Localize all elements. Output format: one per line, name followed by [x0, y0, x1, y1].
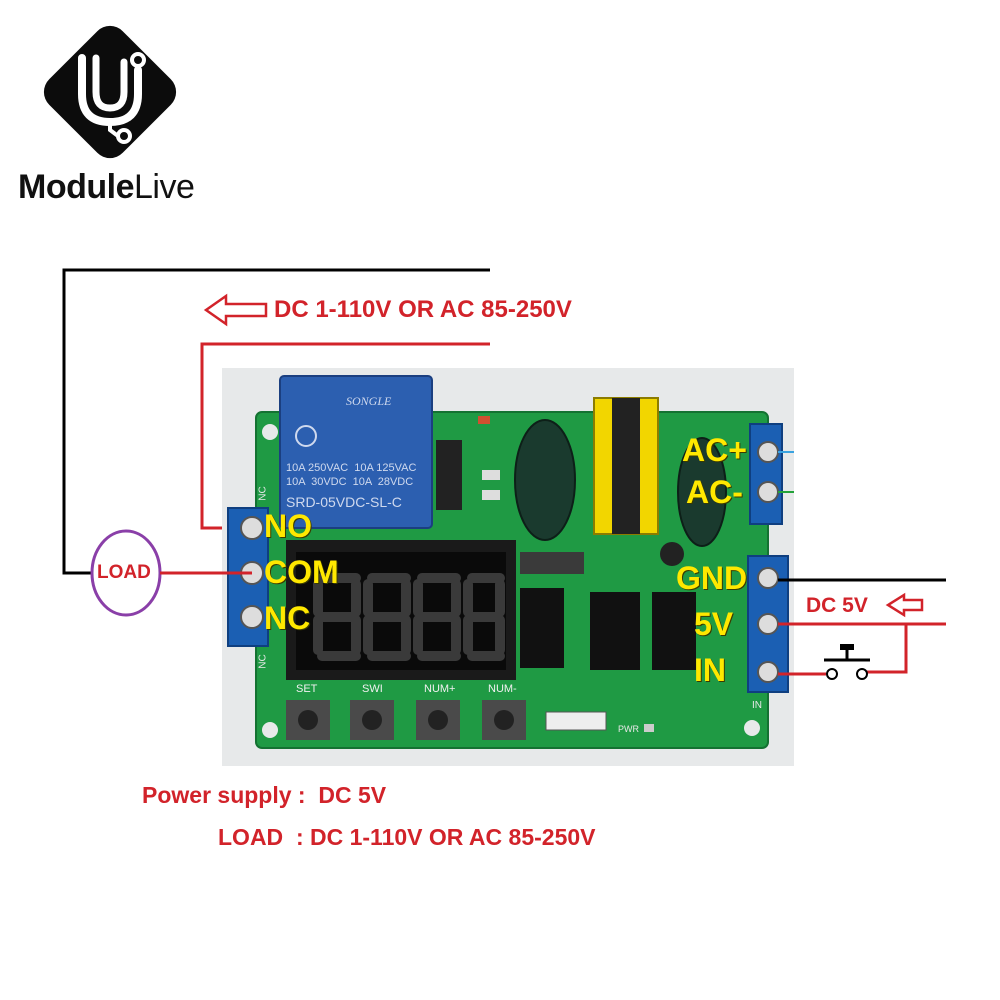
screw-ac-minus	[757, 481, 779, 503]
smd-part	[482, 490, 500, 500]
electrolytic-capacitor	[514, 419, 576, 541]
mount-hole	[262, 424, 278, 440]
ic-chip	[436, 440, 462, 510]
pcb-mark-nc-bottom: NC	[257, 654, 269, 669]
button-label-swi: SWI	[362, 683, 383, 695]
screw-ac-plus	[757, 441, 779, 463]
resistor-array	[520, 552, 584, 574]
logo-trace	[108, 122, 120, 138]
smd-part	[482, 470, 500, 480]
terminal-label-ac-plus: AC+	[682, 432, 747, 468]
wire-red-switch	[866, 624, 908, 674]
terminal-label-in: IN	[694, 652, 726, 688]
terminal-label-no: NO	[264, 508, 312, 544]
terminal-label-5v: 5V	[694, 606, 734, 642]
mount-hole	[262, 722, 278, 738]
top-supply-label: DC 1-110V OR AC 85-250V	[274, 296, 572, 323]
ic-chip-2	[590, 592, 640, 670]
modulelive-logo	[43, 25, 177, 159]
transformer-core	[612, 398, 640, 534]
mount-hole	[744, 720, 760, 736]
tactile-buttons	[286, 700, 526, 740]
small-capacitor	[660, 542, 684, 566]
terminal-label-com: COM	[264, 554, 339, 590]
terminal-label-nc: NC	[264, 600, 311, 636]
screw-in	[757, 661, 779, 683]
pwr-led	[644, 724, 654, 732]
logo-node-top	[130, 52, 146, 68]
ic-chip-3	[652, 592, 696, 670]
screw-gnd	[757, 567, 779, 589]
wire-black-top	[62, 268, 490, 575]
push-button-switch-icon	[824, 644, 870, 680]
relay-rating-2: 10A 30VDC 10A 28VDC	[286, 476, 414, 488]
logo-brand-light: Live	[133, 168, 195, 206]
button-label-num-plus: NUM+	[424, 683, 456, 695]
pcb-mark-pwr: PWR	[618, 724, 639, 734]
terminal-block-power	[749, 423, 783, 525]
electrolytic-capacitor	[677, 437, 727, 547]
hollow-arrow-left-top	[203, 293, 268, 327]
terminal-label-gnd: GND	[676, 560, 748, 596]
relay-cqc-mark	[295, 425, 317, 447]
relay-body	[279, 375, 433, 529]
screw-5v	[757, 613, 779, 635]
screw-no	[240, 516, 264, 540]
relay-rating-1: 10A 250VAC 10A 125VAC	[286, 462, 417, 474]
footer-load: LOAD : DC 1-110V OR AC 85-250V	[218, 824, 596, 850]
terminal-label-ac-minus: AC-	[686, 474, 743, 510]
input-voltage-label: DC 5V	[806, 594, 868, 617]
screw-nc	[240, 605, 264, 629]
button-label-num-minus: NUM-	[488, 683, 517, 695]
hollow-arrow-left-5v	[885, 592, 924, 618]
load-label: LOAD	[97, 562, 151, 583]
pcb-mark-in: IN	[752, 700, 762, 711]
button-label-set: SET	[296, 683, 318, 695]
logo-u-inner	[92, 54, 128, 112]
relay-model: SRD-05VDC-SL-C	[286, 494, 402, 510]
display-digits	[313, 573, 505, 661]
pcb-mark-nc-top: NC	[257, 486, 269, 501]
smd-led	[478, 416, 490, 424]
logo-wordmark: ModuleLive	[18, 168, 195, 207]
footer-power-supply: Power supply : DC 5V	[142, 782, 387, 808]
logo-brand-bold: Module	[18, 168, 134, 206]
ic-chip-1	[520, 588, 564, 668]
pin-header	[545, 711, 607, 731]
relay-brand: SONGLE	[346, 394, 392, 408]
